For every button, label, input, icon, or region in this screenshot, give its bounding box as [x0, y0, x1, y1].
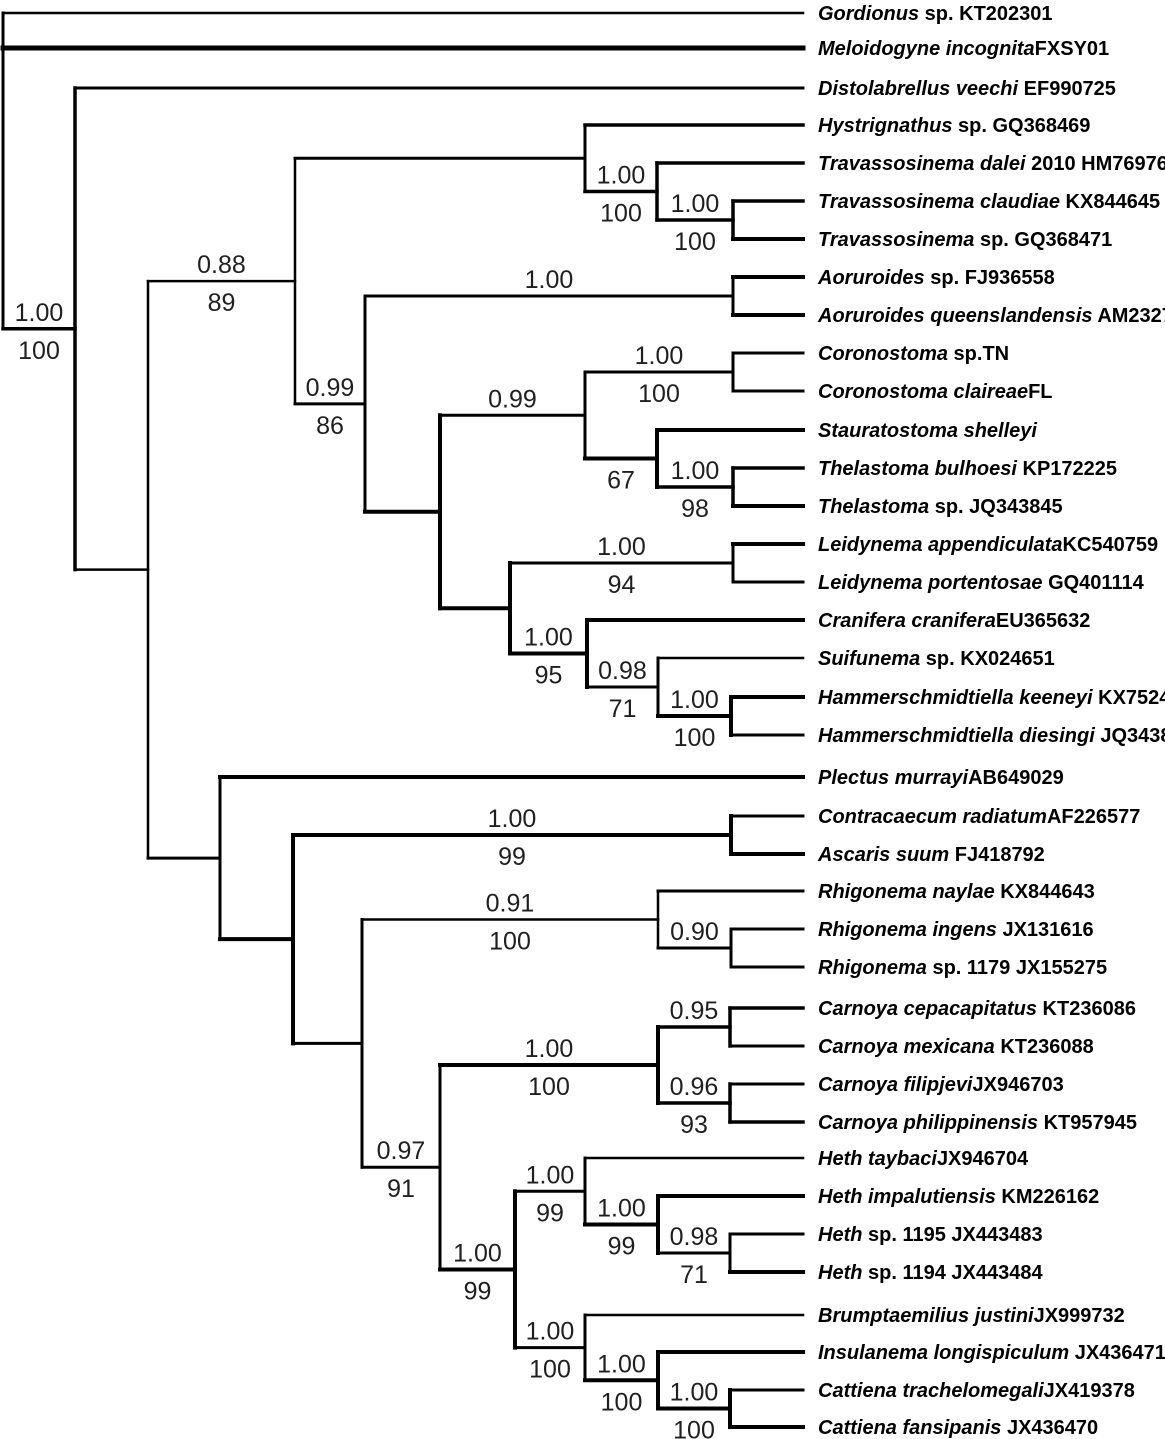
taxon-label-travassosinema-claudiae: Travassosinema claudiae KX844645 — [818, 191, 1160, 213]
support-pp-w: 1.00 — [525, 1035, 574, 1063]
taxon-label-carnoya-philippinensis: Carnoya philippinensis KT957945 — [818, 1112, 1137, 1134]
taxon-label-aoruroides-queenslandensis: Aoruroides queenslandensis AM232755 — [817, 305, 1165, 327]
support-pp-u: 0.91 — [486, 890, 535, 918]
support-bs-leidynema-clade: 94 — [608, 571, 636, 599]
support-pp-ascaridida-clade: 1.00 — [488, 805, 537, 833]
support-pp-aoruroides-clade: 1.00 — [525, 266, 574, 294]
taxon-label-thelastoma-sp: Thelastoma sp. JQ343845 — [818, 496, 1063, 518]
support-pp-c: 1.00 — [671, 190, 720, 218]
support-bs-u: 100 — [489, 928, 531, 956]
support-pp-leidynema-clade: 1.00 — [597, 533, 646, 561]
support-bs-cattiena-clade: 100 — [673, 1417, 715, 1439]
taxon-label-cattiena-fansipanis: Cattiena fansipanis JX436470 — [818, 1417, 1098, 1439]
taxon-label-heth-sp-1194: Heth sp. 1194 JX443484 — [818, 1262, 1043, 1284]
support-bs-m: 100 — [674, 724, 716, 752]
support-pp-m: 1.00 — [670, 686, 719, 714]
support-bs-heth-2: 71 — [680, 1261, 708, 1289]
support-pp-coronostoma-clade: 1.00 — [635, 342, 684, 370]
taxon-label-travassosinema-sp: Travassosinema sp. GQ368471 — [818, 229, 1112, 251]
support-bs-heth-clade: 99 — [536, 1199, 564, 1227]
support-bs-k: 95 — [535, 662, 563, 690]
support-pp-e: 0.99 — [306, 374, 355, 402]
support-bs-l: 71 — [609, 695, 637, 723]
taxon-label-coronostoma-claireae: Coronostoma claireaeFL — [818, 381, 1053, 403]
taxon-label-cranifera-cranifera: Cranifera craniferaEU365632 — [818, 610, 1090, 632]
support-pp-cattiena-clade: 1.00 — [670, 1379, 719, 1407]
taxon-label-thelastoma-bulhoesi: Thelastoma bulhoesi KP172225 — [818, 458, 1117, 480]
support-bs-v: 91 — [387, 1175, 415, 1203]
support-bs-brumptaemilius-clade: 100 — [529, 1356, 571, 1384]
support-pp-w2: 0.96 — [670, 1073, 719, 1101]
support-pp-brumptaemilius-clade: 1.00 — [526, 1318, 575, 1346]
support-bs-w2: 93 — [680, 1111, 708, 1139]
support-pp-i: 1.00 — [671, 457, 720, 485]
support-bs-e: 86 — [316, 412, 344, 440]
taxon-label-suifunema-sp: Suifunema sp. KX024651 — [818, 648, 1055, 670]
support-bs-h: 67 — [607, 467, 635, 495]
taxon-label-distolabrellus-veechi: Distolabrellus veechi EF990725 — [818, 78, 1116, 100]
taxon-label-ascaris-suum: Ascaris suum FJ418792 — [817, 844, 1045, 866]
taxon-label-hammerschmidtiella-diesingi: Hammerschmidtiella diesingi JQ343843 — [818, 725, 1165, 747]
taxon-label-leidynema-appendiculata: Leidynema appendiculataKC540759 — [818, 534, 1158, 556]
support-pp-b: 1.00 — [597, 162, 646, 190]
taxon-label-heth-taybaci: Heth taybaciJX946704 — [818, 1148, 1029, 1170]
support-pp-g: 0.99 — [488, 385, 537, 413]
support-pp-heth-2: 0.98 — [670, 1223, 719, 1251]
taxon-label-carnoya-mexicana: Carnoya mexicana KT236088 — [818, 1036, 1094, 1058]
support-bs-b: 100 — [600, 200, 642, 228]
support-pp-k: 1.00 — [524, 624, 573, 652]
taxon-label-hammerschmidtiella-keeneyi: Hammerschmidtiella keeneyi KX752430 — [818, 687, 1165, 709]
taxon-label-leidynema-portentosae: Leidynema portentosae GQ401114 — [818, 572, 1145, 594]
support-bs-w: 100 — [528, 1073, 570, 1101]
support-pp-d: 0.88 — [197, 251, 246, 279]
support-pp-v: 0.97 — [377, 1137, 426, 1165]
taxon-label-gordionus-sp: Gordionus sp. KT202301 — [818, 3, 1053, 25]
support-pp-insulanema-clade: 1.00 — [597, 1350, 646, 1378]
support-bs-p: 100 — [18, 337, 60, 365]
taxon-label-carnoya-cepacapitatus: Carnoya cepacapitatus KT236086 — [818, 998, 1136, 1020]
taxon-label-travassosinema-dalei: Travassosinema dalei 2010 HM769761 — [818, 153, 1165, 175]
support-bs-coronostoma-clade: 100 — [638, 380, 680, 408]
support-pp-hb: 1.00 — [453, 1239, 502, 1267]
taxon-label-stauratostoma-shelleyi: Stauratostoma shelleyi — [818, 420, 1037, 442]
taxon-label-rhigonema-sp-1179: Rhigonema sp. 1179 JX155275 — [818, 957, 1107, 979]
taxon-label-heth-sp-1195: Heth sp. 1195 JX443483 — [818, 1224, 1043, 1246]
support-pp-p: 1.00 — [15, 299, 64, 327]
support-pp-heth-clade: 1.00 — [526, 1161, 575, 1189]
support-bs-c: 100 — [674, 228, 716, 256]
taxon-label-aoruroides-sp: Aoruroides sp. FJ936558 — [817, 267, 1055, 289]
taxon-label-rhigonema-ingens: Rhigonema ingens JX131616 — [818, 919, 1094, 941]
taxon-label-brumptaemilius-justini: Brumptaemilius justiniJX999732 — [818, 1305, 1125, 1327]
support-bs-hb: 99 — [464, 1277, 492, 1305]
support-pp-w1: 0.95 — [670, 997, 719, 1025]
support-pp-u2: 0.90 — [670, 918, 719, 946]
taxon-label-heth-impalutiensis: Heth impalutiensis KM226162 — [818, 1186, 1099, 1208]
support-bs-d: 89 — [208, 289, 236, 317]
support-bs-i: 98 — [681, 495, 709, 523]
taxon-label-insulanema-longispiculum: Insulanema longispiculum JX436471 — [818, 1342, 1165, 1364]
taxon-label-contracaecum-radiatum: Contracaecum radiatumAF226577 — [818, 806, 1140, 828]
support-bs-insulanema-clade: 100 — [601, 1388, 643, 1416]
support-bs-heth-mid: 99 — [608, 1233, 636, 1261]
taxon-label-carnoya-filipjevi: Carnoya filipjeviJX946703 — [818, 1074, 1064, 1096]
support-pp-heth-mid: 1.00 — [597, 1195, 646, 1223]
taxon-label-plectus-murrayi: Plectus murrayiAB649029 — [818, 767, 1064, 789]
taxon-label-coronostoma-sp-tn: Coronostoma sp.TN — [818, 343, 1009, 365]
support-bs-ascaridida-clade: 99 — [498, 843, 526, 871]
support-pp-l: 0.98 — [598, 657, 647, 685]
taxon-label-meloidogyne-incognita: Meloidogyne incognitaFXSY01 — [818, 38, 1109, 60]
taxon-label-rhigonema-naylae: Rhigonema naylae KX844643 — [818, 881, 1095, 903]
taxon-label-cattiena-trachelomegali: Cattiena trachelomegaliJX419378 — [818, 1380, 1135, 1402]
taxon-label-hystrignathus-sp: Hystrignathus sp. GQ368469 — [818, 115, 1090, 137]
